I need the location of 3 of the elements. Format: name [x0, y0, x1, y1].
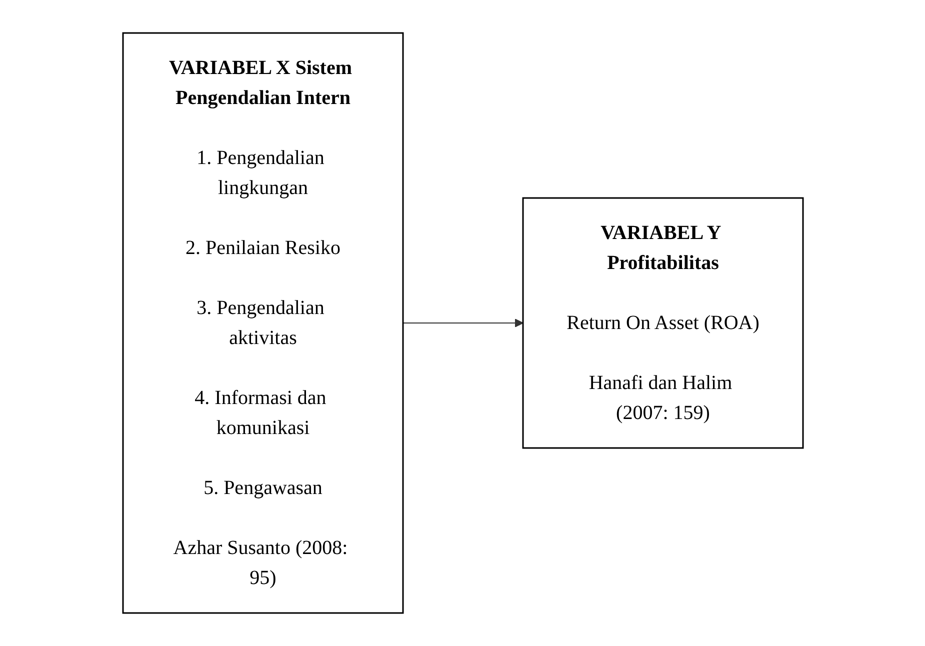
- node-box: VARIABEL X Sistem Pengendalian Intern 1. Pengendalian lingkungan 2. Penilaian Resiko 3. Pengendalian aktivitas 4. Informasi dan komunikasi 5. Pengawasan Azhar Susanto (2008: 95): [122, 32, 404, 614]
- arrow: [402, 318, 523, 328]
- node-box: VARIABEL Y Profitabilitas Return On Asset (ROA) Hanafi dan Halim (2007: 159): [522, 197, 804, 449]
